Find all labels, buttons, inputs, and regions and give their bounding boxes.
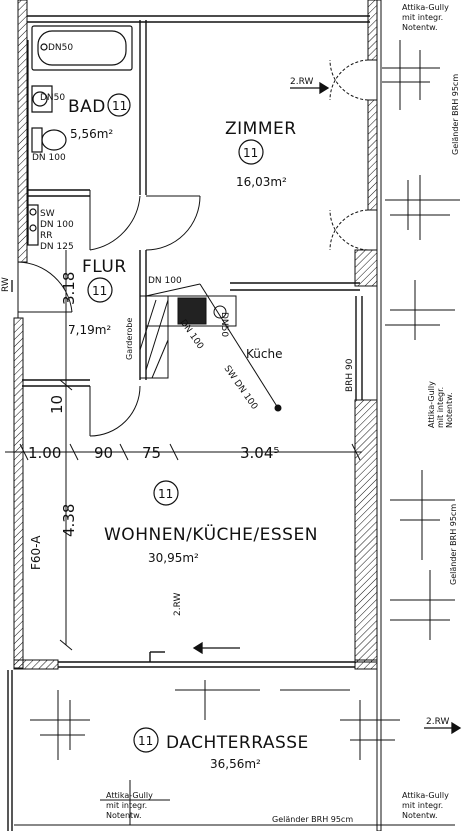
dim-height-1: 3.18 xyxy=(60,272,78,305)
gelaender-bottom: Geländer BRH 95cm xyxy=(272,815,353,824)
pipe-dn50-basin: DN50 xyxy=(40,93,65,103)
interior-walls xyxy=(7,15,370,831)
dim-height-3: 4.38 xyxy=(60,504,78,537)
washbasin xyxy=(31,85,53,113)
room-bad-area: 5,56m² xyxy=(70,127,113,141)
pipe-kitchen-dn50: DN50 xyxy=(219,312,229,337)
rw-wohnen: 2.RW xyxy=(173,593,183,616)
pipe-sw-dn100: SW DN 100 xyxy=(222,364,260,412)
attika-br-line-1: Attika-Gully xyxy=(402,791,449,800)
rw-flur: RW xyxy=(1,277,11,292)
room-flur-unit: 11 xyxy=(92,284,107,298)
door-entrance xyxy=(17,261,73,318)
room-zimmer-name: ZIMMER xyxy=(225,119,297,139)
brh-90: BRH 90 xyxy=(345,358,355,392)
arrow-icon xyxy=(11,81,462,735)
room-wohnen-name: WOHNEN/KÜCHE/ESSEN xyxy=(104,523,318,545)
rw-zimmer: 2.RW xyxy=(290,77,313,87)
attika-bl-line-2: mit integr. xyxy=(106,801,147,810)
pipe-shaft-sw: SW xyxy=(40,209,55,219)
attika-top-line-2: mit integr. xyxy=(402,13,443,22)
room-terrasse-unit: 11 xyxy=(138,734,153,748)
door-zimmer xyxy=(145,195,201,251)
dim-4: 3.04⁵ xyxy=(240,444,279,462)
room-bad-name: BAD xyxy=(68,97,106,117)
attika-mid-line-2: mit integr. xyxy=(436,387,445,428)
terrace-grid xyxy=(14,40,460,826)
exterior-walls xyxy=(13,0,382,831)
room-flur-name: FLUR xyxy=(82,257,127,277)
room-wohnen-area: 30,95m² xyxy=(148,551,199,565)
dim-3: 75 xyxy=(142,444,161,462)
room-zimmer-area: 16,03m² xyxy=(236,175,287,189)
room-zimmer-unit: 11 xyxy=(243,146,258,160)
attika-top-line-3: Notentw. xyxy=(402,23,438,32)
room-wohnen-unit: 11 xyxy=(158,487,173,501)
bathtub xyxy=(31,25,133,71)
pipe-shaft-rr: RR xyxy=(40,231,53,241)
pipe-shaft-dn125: DN 125 xyxy=(40,242,74,252)
room-terrasse-name: DACHTERRASSE xyxy=(166,733,309,753)
door-wohnen xyxy=(89,385,141,437)
room-bad-unit: 11 xyxy=(112,99,127,113)
attika-bottom-left: Attika-Gully mit integr. Notentw. xyxy=(106,791,153,820)
attika-mid-line-3: Notentw. xyxy=(445,393,454,429)
dim-height-2: 10 xyxy=(48,395,66,414)
attika-top-line-1: Attika-Gully xyxy=(402,3,449,12)
attika-br-line-3: Notentw. xyxy=(402,811,438,820)
f60a: F60-A xyxy=(29,535,43,570)
attika-top: Attika-Gully mit integr. Notentw. xyxy=(402,3,449,32)
room-kueche-name: Küche xyxy=(246,347,282,361)
pipe-dn100-wc: DN 100 xyxy=(32,153,66,163)
dim-2: 90 xyxy=(94,444,113,462)
attika-bottom-right: Attika-Gully mit integr. Notentw. xyxy=(402,791,449,820)
attika-bl-line-3: Notentw. xyxy=(106,811,142,820)
dimension-line xyxy=(5,250,362,651)
door-bad xyxy=(89,190,141,251)
attika-br-line-2: mit integr. xyxy=(402,801,443,810)
toilet xyxy=(31,127,67,153)
pipe-dn50-tub: DN50 xyxy=(48,43,73,53)
dim-1: 1.00 xyxy=(28,444,61,462)
attika-bl-line-1: Attika-Gully xyxy=(106,791,153,800)
gelaender-right-mid: Geländer BRH 95cm xyxy=(449,504,458,585)
room-terrasse-area: 36,56m² xyxy=(210,757,261,771)
pipe-kitchen-dn100: DN 100 xyxy=(148,276,182,286)
pipe-shaft xyxy=(27,40,39,246)
unit-circles xyxy=(87,93,264,753)
pipe-shaft-dn100: DN 100 xyxy=(40,220,74,230)
gelaender-right-top: Geländer BRH 95cm xyxy=(451,74,460,155)
attika-mid-line-1: Attika-Gully xyxy=(427,381,436,428)
balcony-doors-zimmer xyxy=(329,59,369,251)
rw-terrasse: 2.RW xyxy=(426,717,449,727)
room-flur-area: 7,19m² xyxy=(68,323,111,337)
attika-mid: Attika-Gully mit integr. Notentw. xyxy=(427,381,454,428)
kitchen-counter xyxy=(145,283,282,412)
room-garderobe-name: Garderobe xyxy=(125,318,134,360)
garderobe-hatch xyxy=(139,295,169,379)
